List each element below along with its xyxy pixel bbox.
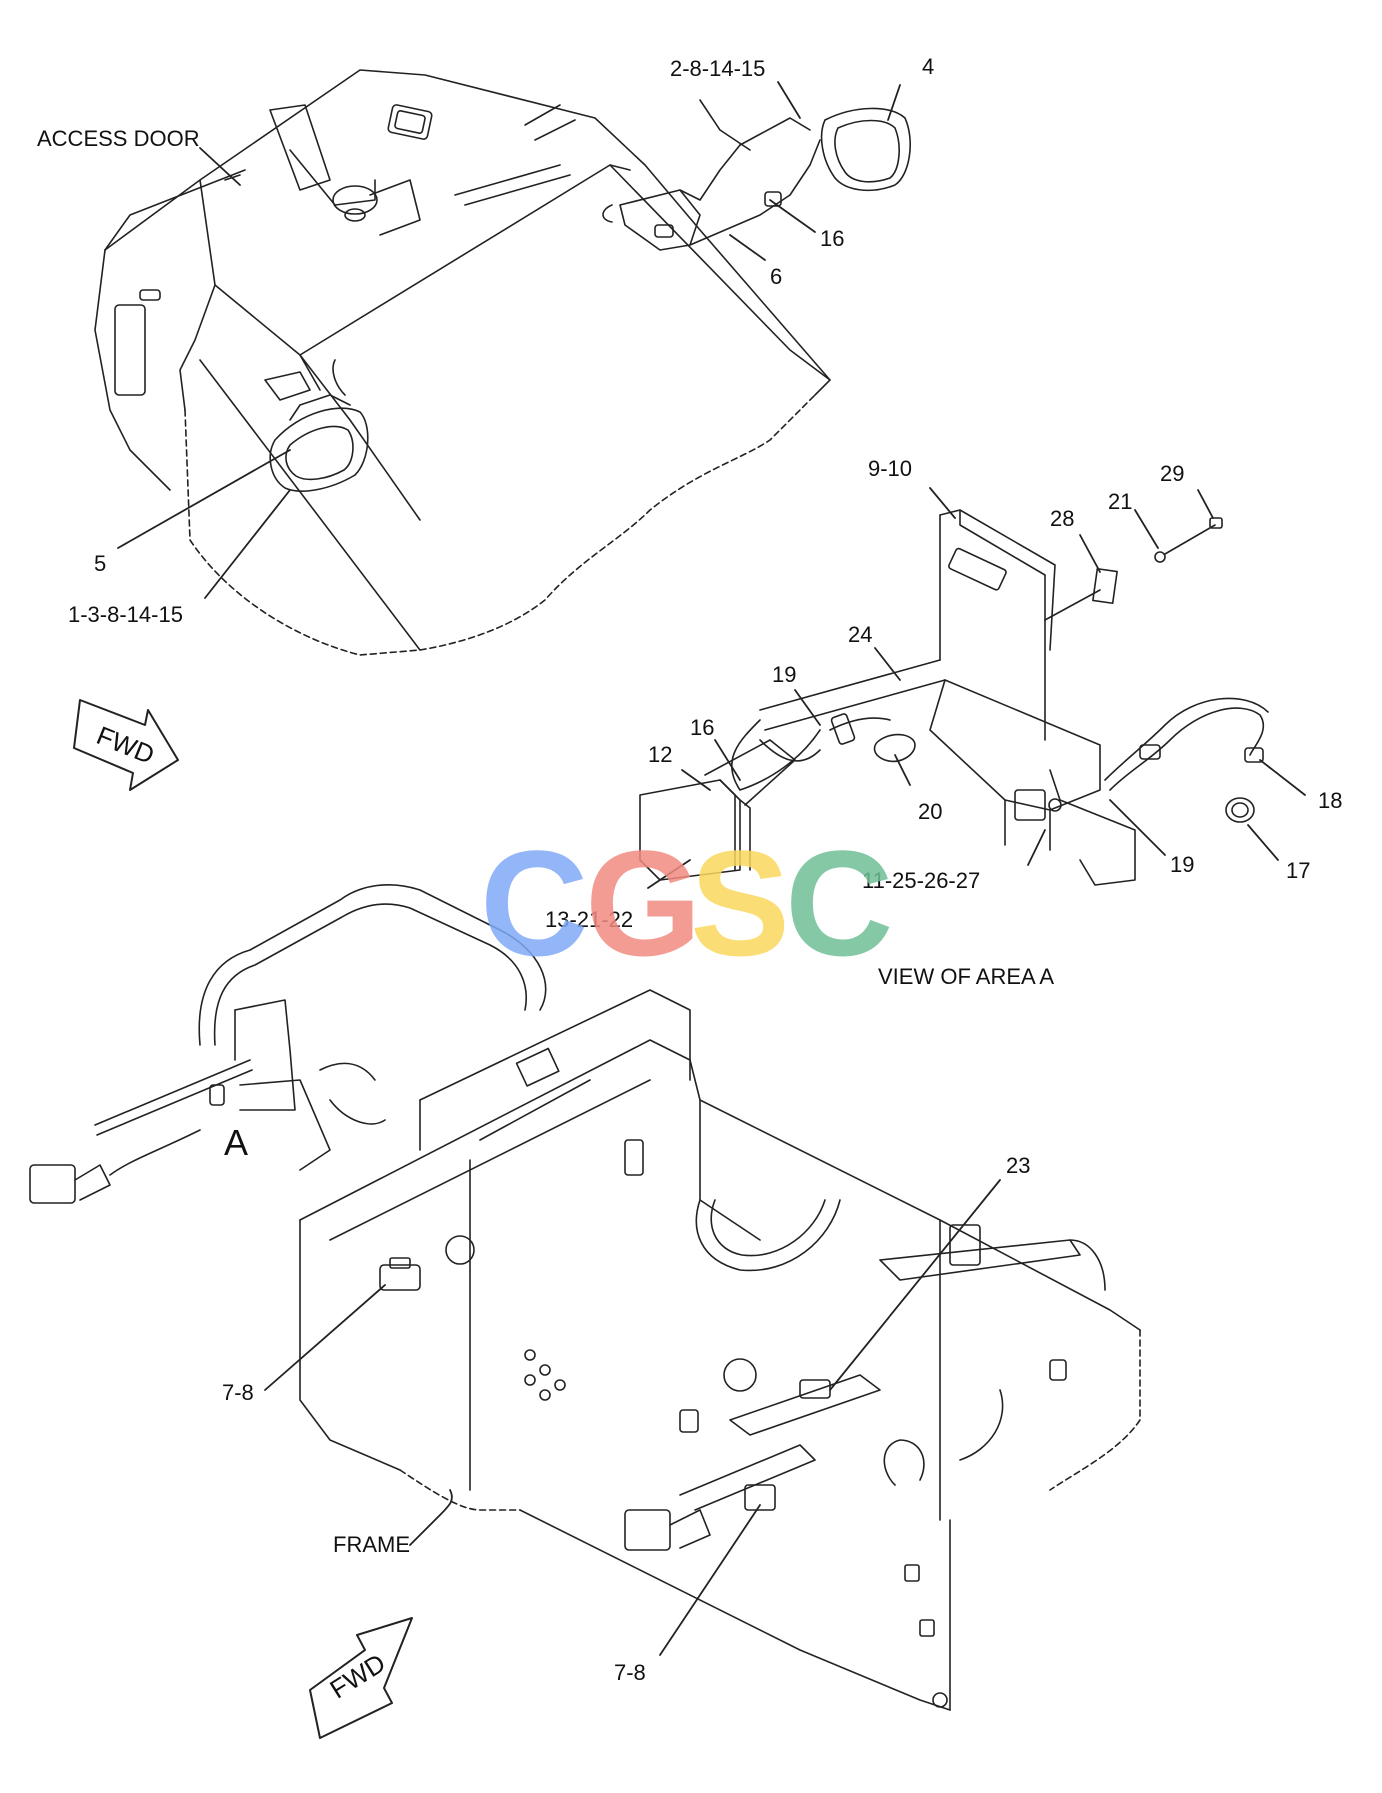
watermark-letter-s: S — [690, 819, 791, 987]
callout-21: 21 — [1108, 489, 1133, 514]
callout-29: 29 — [1160, 461, 1185, 486]
callout-4: 4 — [922, 54, 935, 79]
leader-lines-bottom — [264, 1179, 1001, 1656]
callout-23: 23 — [1006, 1153, 1031, 1178]
access-door-label: ACCESS DOOR — [37, 126, 200, 151]
callout-19-left: 19 — [772, 662, 797, 687]
view-of-area-a-label: VIEW OF AREA A — [878, 964, 1055, 989]
leader-lines-middle — [647, 487, 1306, 889]
callout-7-8-lower: 7-8 — [614, 1660, 646, 1685]
callout-24: 24 — [848, 622, 873, 647]
callout-16-mid: 16 — [690, 715, 715, 740]
watermark-letter-c1: C — [480, 819, 589, 987]
callout-12: 12 — [648, 742, 673, 767]
area-a-marker: A — [224, 1122, 249, 1163]
frame-assembly-drawing — [29, 884, 1141, 1711]
callout-16-top: 16 — [820, 226, 845, 251]
watermark-letter-g: G — [585, 819, 702, 987]
frame-label: FRAME — [333, 1532, 410, 1557]
callout-5: 5 — [94, 551, 107, 576]
callout-11-25-26-27: 11-25-26-27 — [862, 868, 981, 893]
callout-2-8-14-15: 2-8-14-15 — [670, 56, 766, 81]
cab-assembly-drawing — [94, 69, 911, 656]
callout-6: 6 — [770, 264, 783, 289]
fwd-arrow-top-shape — [73, 699, 179, 791]
leader-lines-top — [117, 81, 901, 599]
callout-18: 18 — [1318, 788, 1343, 813]
callout-20: 20 — [918, 799, 943, 824]
callout-13-21-22: 13-21-22 — [545, 907, 634, 932]
callout-19-right: 19 — [1170, 852, 1195, 877]
callout-1-3-8-14-15: 1-3-8-14-15 — [68, 602, 183, 627]
callout-7-8-upper: 7-8 — [222, 1380, 254, 1405]
area-a-detail-drawing — [639, 509, 1269, 886]
callout-9-10: 9-10 — [868, 456, 913, 481]
callout-17: 17 — [1286, 858, 1311, 883]
cgsc-watermark: C G S C — [480, 828, 900, 978]
watermark-letter-c2: C — [785, 819, 894, 987]
fwd-arrow-bottom-shape — [309, 1617, 413, 1739]
callout-28: 28 — [1050, 506, 1075, 531]
